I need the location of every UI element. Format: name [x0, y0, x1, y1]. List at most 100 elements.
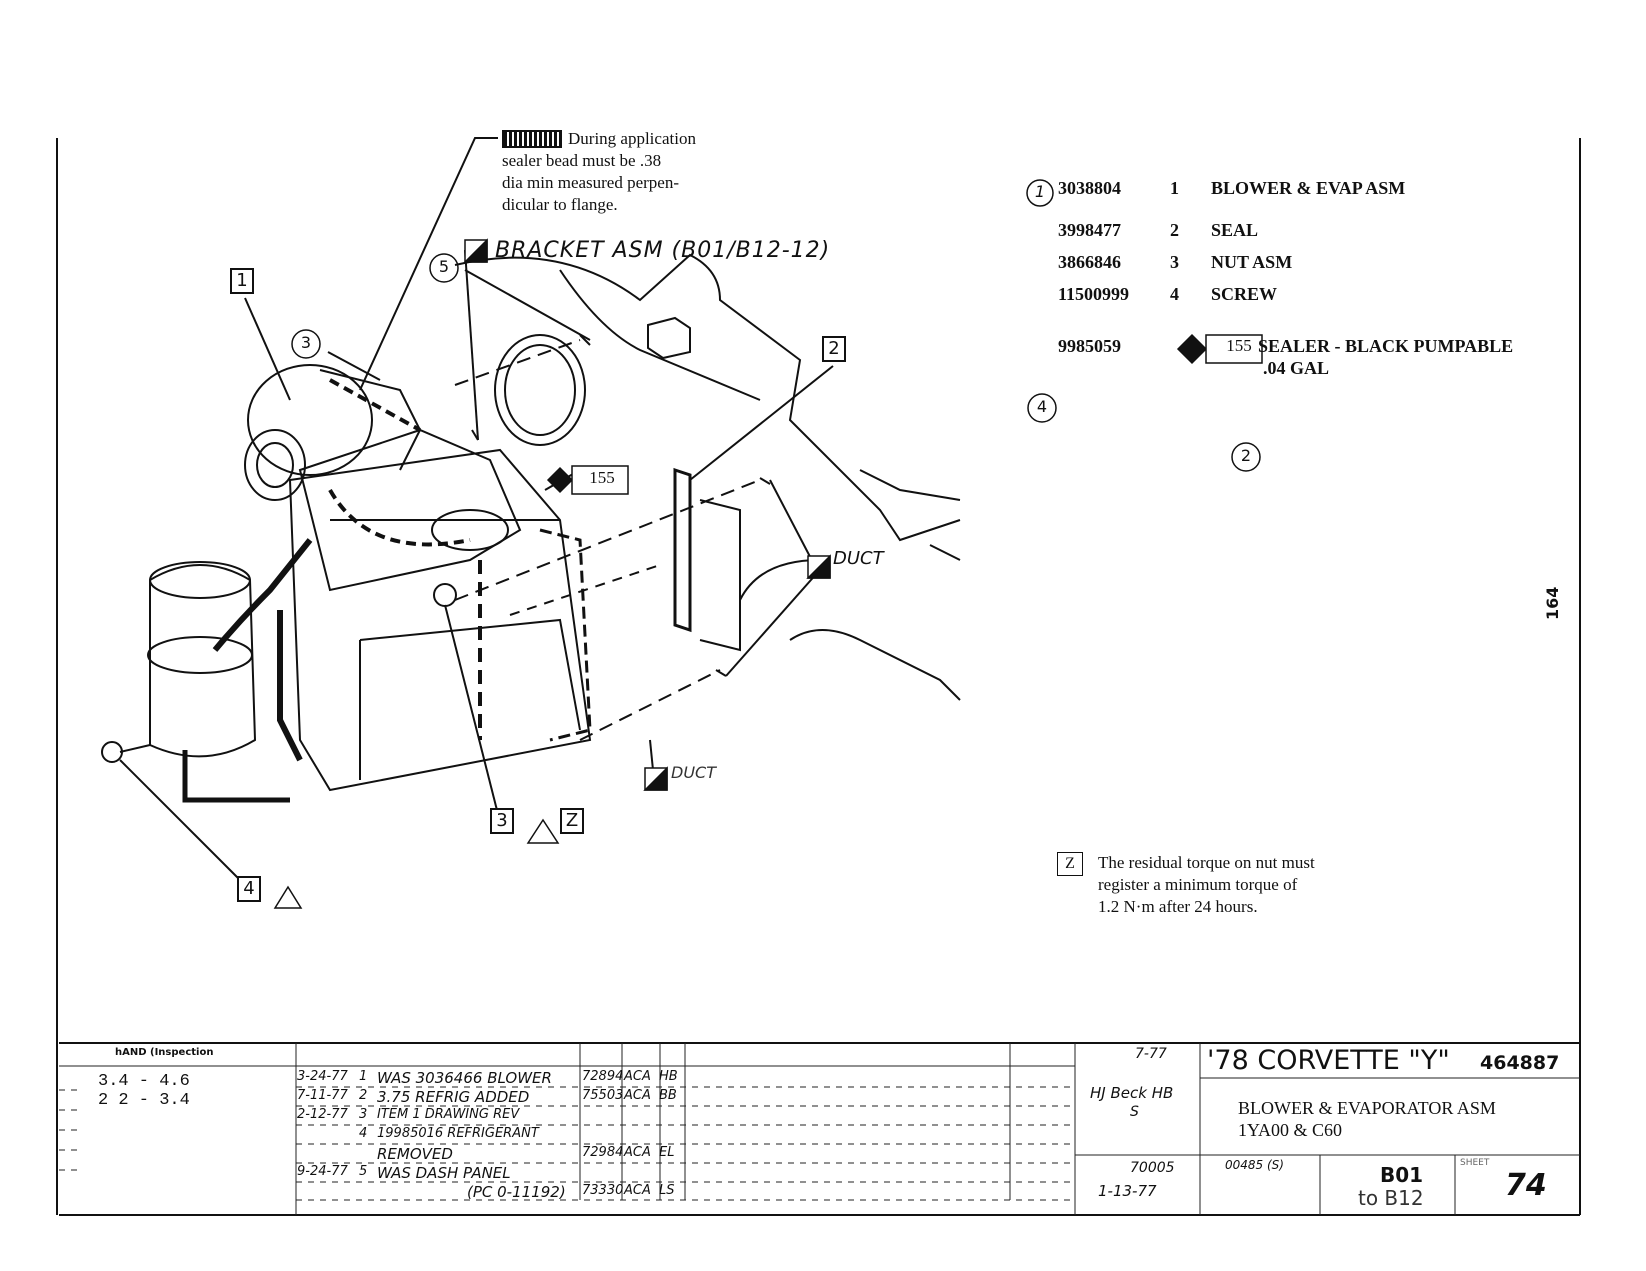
circle-2-right-label: 2 [1240, 446, 1252, 465]
sheet-label: SHEET [1460, 1158, 1490, 1168]
sealer-note-leader [359, 137, 498, 391]
doc-title: '78 CORVETTE "Y" [1207, 1045, 1450, 1076]
doc-subtitle-1: BLOWER & EVAPORATOR ASM [1238, 1098, 1496, 1118]
revision-row: 2-12-77 3 ITEM 1 DRAWING REV [297, 1107, 681, 1126]
inspection-header: hAND (Inspection [115, 1047, 214, 1058]
revision-text: 19985016 REFRIGERANT [377, 1126, 539, 1141]
revision-ref: 72984 [582, 1145, 624, 1160]
part-number: 9985059 [1058, 336, 1121, 356]
part-qty: 4 [1170, 284, 1179, 304]
part-description: SEAL [1211, 220, 1259, 240]
parts-list: 3038804 1 BLOWER & EVAP ASM 3998477 2 SE… [1058, 178, 1578, 388]
circle-4-marker [1027, 393, 1057, 423]
date-2: 1-13-77 [1098, 1182, 1157, 1200]
sealer-tag-number: 155 [589, 468, 615, 487]
revision-chk: BB [659, 1088, 677, 1103]
sign-date: 7-77 [1135, 1046, 1167, 1062]
accumulator [149, 564, 257, 758]
revision-chk: LS [659, 1183, 675, 1198]
revision-row: 9-24-77 5 WAS DASH PANEL [297, 1164, 681, 1183]
callout3-leader [444, 604, 503, 831]
part-description: BLOWER & EVAP ASM [1211, 178, 1406, 198]
circle-5-marker [429, 253, 459, 283]
part-description: SEALER - BLACK PUMPABLE [1258, 336, 1514, 356]
sealer-drop-icon [546, 466, 574, 494]
callout-box-3: 3 [490, 808, 514, 834]
sealer-note: During application sealer bead must be .… [502, 128, 696, 216]
bracket-leader [464, 249, 479, 441]
evaporator-case [288, 448, 592, 792]
circle-4-right-label: 4 [1036, 397, 1048, 416]
revision-by: ACA [624, 1069, 651, 1084]
section-from: B01 [1380, 1163, 1424, 1187]
revision-text: REMOVED [377, 1145, 453, 1163]
part-sealer-tag: 155 [1226, 336, 1252, 355]
part-qty: 1 [1170, 178, 1179, 198]
revision-text: (PC 0-11192) [467, 1183, 566, 1201]
callout-box-2: 2 [822, 336, 846, 362]
revision-table: 3-24-77 1 WAS 3036466 BLOWER 72894 ACA H… [297, 1069, 681, 1202]
callout2-leader [689, 365, 834, 481]
duct-opening [494, 334, 586, 446]
seal-strip [673, 467, 692, 633]
sealer-note-line4: dicular to flange. [502, 195, 618, 214]
inspection-row: 2 2 - 3.4 [98, 1091, 190, 1110]
callout1-leader [244, 297, 291, 401]
sign-letter: S [1130, 1104, 1139, 1120]
signature: HJ Beck HB [1090, 1084, 1174, 1102]
revision-by: ACA [624, 1183, 651, 1198]
triangle-2-symbol [273, 885, 303, 909]
revision-text: ITEM 1 DRAWING REV [377, 1107, 520, 1122]
revision-chk: HB [659, 1069, 678, 1084]
revision-ref: 72894 [582, 1069, 624, 1084]
revision-text: 3.75 REFRIG ADDED [377, 1088, 530, 1106]
circle-3-label: 3 [300, 333, 312, 352]
revision-row: 4 19985016 REFRIGERANT [297, 1126, 681, 1145]
revision-date: 9-24-77 [297, 1164, 348, 1179]
part-description: SCREW [1211, 284, 1278, 304]
inspection-row: 3.4 - 4.6 [98, 1072, 190, 1091]
revision-ref: 73330 [582, 1183, 624, 1198]
dash-panel-edge [559, 269, 761, 401]
revision-row: (PC 0-11192) 73330 ACA LS [297, 1183, 681, 1202]
torque-note-label: Z [1057, 852, 1083, 876]
dash-panel-outline [454, 253, 961, 542]
circle-1-marker [1026, 179, 1054, 207]
part-number: 11500999 [1058, 284, 1130, 304]
revision-row: REMOVED 72984 ACA EL [297, 1145, 681, 1164]
callout-box-4: 4 [237, 876, 261, 902]
circle-5-label: 5 [438, 257, 450, 276]
revision-num: 3 [359, 1107, 368, 1122]
circle-3-marker [291, 329, 321, 359]
revision-chk: EL [659, 1145, 675, 1160]
triangle-1-symbol [526, 818, 560, 844]
code-1: 70005 [1130, 1160, 1175, 1176]
callout-box-z: Z [560, 808, 584, 834]
doc-subtitle-2: 1YA00 & C60 [1238, 1120, 1343, 1140]
screw [101, 741, 123, 763]
section-to: to B12 [1358, 1186, 1424, 1210]
revision-date: 3-24-77 [297, 1069, 348, 1084]
circle-1-label: 1 [1034, 182, 1046, 201]
revision-num: 1 [359, 1069, 368, 1084]
part-number: 3038804 [1058, 178, 1121, 198]
code-2: 00485 (S) [1225, 1158, 1284, 1172]
part-description: NUT ASM [1211, 252, 1293, 272]
torque-note-line2: register a minimum torque of [1098, 875, 1298, 894]
revision-num: 5 [359, 1164, 368, 1179]
sealer-note-line3: dia min measured perpen- [502, 173, 680, 192]
revision-text: WAS DASH PANEL [377, 1164, 511, 1182]
revision-by: ACA [624, 1088, 651, 1103]
torque-note-line3: 1.2 N·m after 24 hours. [1098, 897, 1258, 916]
sealer-note-line2: sealer bead must be .38 [502, 151, 662, 170]
part-number: 3998477 [1058, 220, 1121, 240]
revision-row: 7-11-77 2 3.75 REFRIG ADDED 75503 ACA BB [297, 1088, 681, 1107]
callout4-leader [119, 759, 241, 881]
revision-ref: 75503 [582, 1088, 624, 1103]
part-description-2: .04 GAL [1263, 358, 1330, 378]
revision-num: 4 [359, 1126, 368, 1141]
callout-box-1: 1 [230, 268, 254, 294]
blower-motor [247, 364, 373, 476]
part-qty: 2 [1170, 220, 1179, 240]
